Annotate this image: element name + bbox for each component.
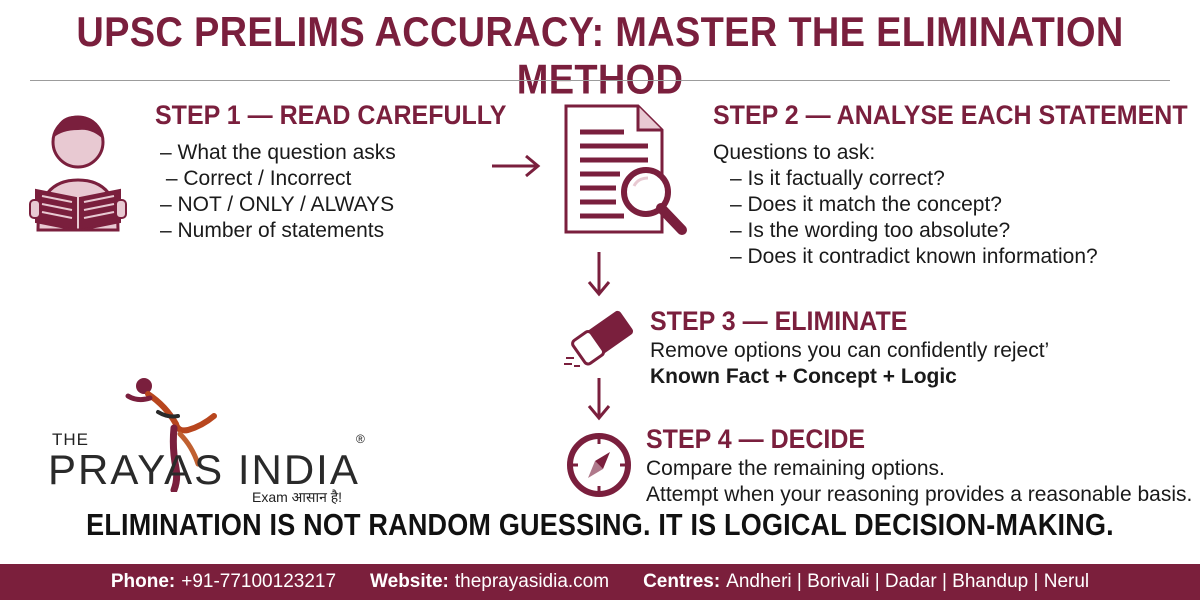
contact-bar: Phone: +91-77100123217 Website: thepraya… <box>0 564 1200 600</box>
step4-line: Compare the remaining options. <box>646 457 945 480</box>
step3-title: STEP 3 — ELIMINATE <box>650 306 908 337</box>
website-link[interactable]: theprayasidia.com <box>454 571 610 592</box>
logo-registered: ® <box>356 432 365 446</box>
step2-item: – Does it match the concept? <box>730 193 1002 216</box>
centres-list: Andheri | Borivali | Dadar | Bhandup | N… <box>726 571 1090 592</box>
arrow-down-icon <box>587 252 611 297</box>
step2-item: – Is the wording too absolute? <box>730 219 1011 242</box>
eraser-icon <box>564 310 634 367</box>
step1-item: – NOT / ONLY / ALWAYS <box>160 193 395 216</box>
step1-item: – Number of statements <box>160 219 385 242</box>
arrow-down-icon <box>587 378 611 421</box>
arrow-right-icon <box>492 154 541 178</box>
step1-item: – What the question asks <box>160 141 396 164</box>
step2-intro: Questions to ask: <box>713 141 876 164</box>
summary-banner: ELIMINATION IS NOT RANDOM GUESSING. IT I… <box>86 508 1114 542</box>
dancer-logo-icon <box>125 378 217 492</box>
step4-title: STEP 4 — DECIDE <box>646 424 866 455</box>
step2-item: – Is it factually correct? <box>730 167 945 190</box>
step3-line: Remove options you can confidently rejec… <box>650 339 1050 362</box>
logo-the: THE <box>52 430 89 449</box>
document-search-icon <box>564 104 687 235</box>
website-label: Website: <box>370 571 449 592</box>
reader-icon <box>29 115 127 232</box>
phone-value: +91-77100123217 <box>181 571 337 592</box>
page-title: UPSC PRELIMS ACCURACY: MASTER THE ELIMIN… <box>76 9 1124 104</box>
step2-item: – Does it contradict known information? <box>730 245 1098 268</box>
phone-label: Phone: <box>110 571 176 592</box>
step1-item: – Correct / Incorrect <box>160 167 352 190</box>
step1-title: STEP 1 — READ CAREFULLY <box>155 100 507 131</box>
logo-tagline: Exam आसान है! <box>252 489 343 505</box>
title-divider <box>30 80 1170 81</box>
step4-line: Attempt when your reasoning provides a r… <box>646 483 1193 506</box>
step2-title: STEP 2 — ANALYSE EACH STATEMENT <box>713 100 1188 131</box>
step3-formula: Known Fact + Concept + Logic <box>650 365 957 388</box>
centres-label: Centres: <box>643 571 721 592</box>
compass-icon <box>567 433 631 497</box>
logo-name: PRAYAS INDIA <box>48 446 360 493</box>
